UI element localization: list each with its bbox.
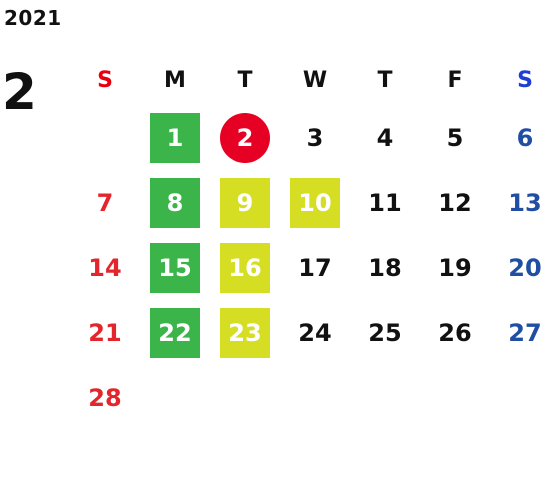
day-10[interactable]: 10 bbox=[290, 177, 340, 228]
year-label: 2021 bbox=[4, 6, 62, 30]
weekday-sun: S bbox=[97, 67, 113, 93]
weekday-thu: T bbox=[377, 67, 393, 93]
day-16[interactable]: 16 bbox=[220, 242, 270, 293]
weekday-sat: S bbox=[517, 67, 533, 93]
month-number: 2 bbox=[2, 63, 37, 121]
day-28[interactable]: 28 bbox=[88, 383, 122, 412]
day-19[interactable]: 19 bbox=[438, 253, 472, 282]
day-15[interactable]: 15 bbox=[150, 242, 200, 293]
calendar-grid: S M T W T F S 1 2 3 4 5 6 7 8 9 10 11 12… bbox=[70, 55, 548, 430]
day-4[interactable]: 4 bbox=[376, 123, 394, 152]
day-5[interactable]: 5 bbox=[446, 123, 464, 152]
day-14[interactable]: 14 bbox=[88, 253, 122, 282]
weekday-mon: M bbox=[164, 67, 186, 93]
day-24[interactable]: 24 bbox=[298, 318, 332, 347]
day-18[interactable]: 18 bbox=[368, 253, 402, 282]
weekday-tue: T bbox=[237, 67, 253, 93]
empty-cell bbox=[70, 113, 140, 163]
day-6[interactable]: 6 bbox=[516, 123, 534, 152]
day-21[interactable]: 21 bbox=[88, 318, 122, 347]
day-8[interactable]: 8 bbox=[150, 177, 200, 228]
day-1[interactable]: 1 bbox=[150, 112, 200, 163]
weekday-fri: F bbox=[447, 67, 463, 93]
day-2-today[interactable]: 2 bbox=[220, 112, 270, 163]
day-22[interactable]: 22 bbox=[150, 307, 200, 358]
day-11[interactable]: 11 bbox=[368, 188, 402, 217]
day-17[interactable]: 17 bbox=[298, 253, 332, 282]
day-12[interactable]: 12 bbox=[438, 188, 472, 217]
day-7[interactable]: 7 bbox=[96, 188, 114, 217]
day-13[interactable]: 13 bbox=[508, 188, 542, 217]
day-9[interactable]: 9 bbox=[220, 177, 270, 228]
day-23[interactable]: 23 bbox=[220, 307, 270, 358]
day-27[interactable]: 27 bbox=[508, 318, 542, 347]
day-26[interactable]: 26 bbox=[438, 318, 472, 347]
day-20[interactable]: 20 bbox=[508, 253, 542, 282]
day-3[interactable]: 3 bbox=[306, 123, 324, 152]
weekday-wed: W bbox=[302, 67, 328, 93]
day-25[interactable]: 25 bbox=[368, 318, 402, 347]
